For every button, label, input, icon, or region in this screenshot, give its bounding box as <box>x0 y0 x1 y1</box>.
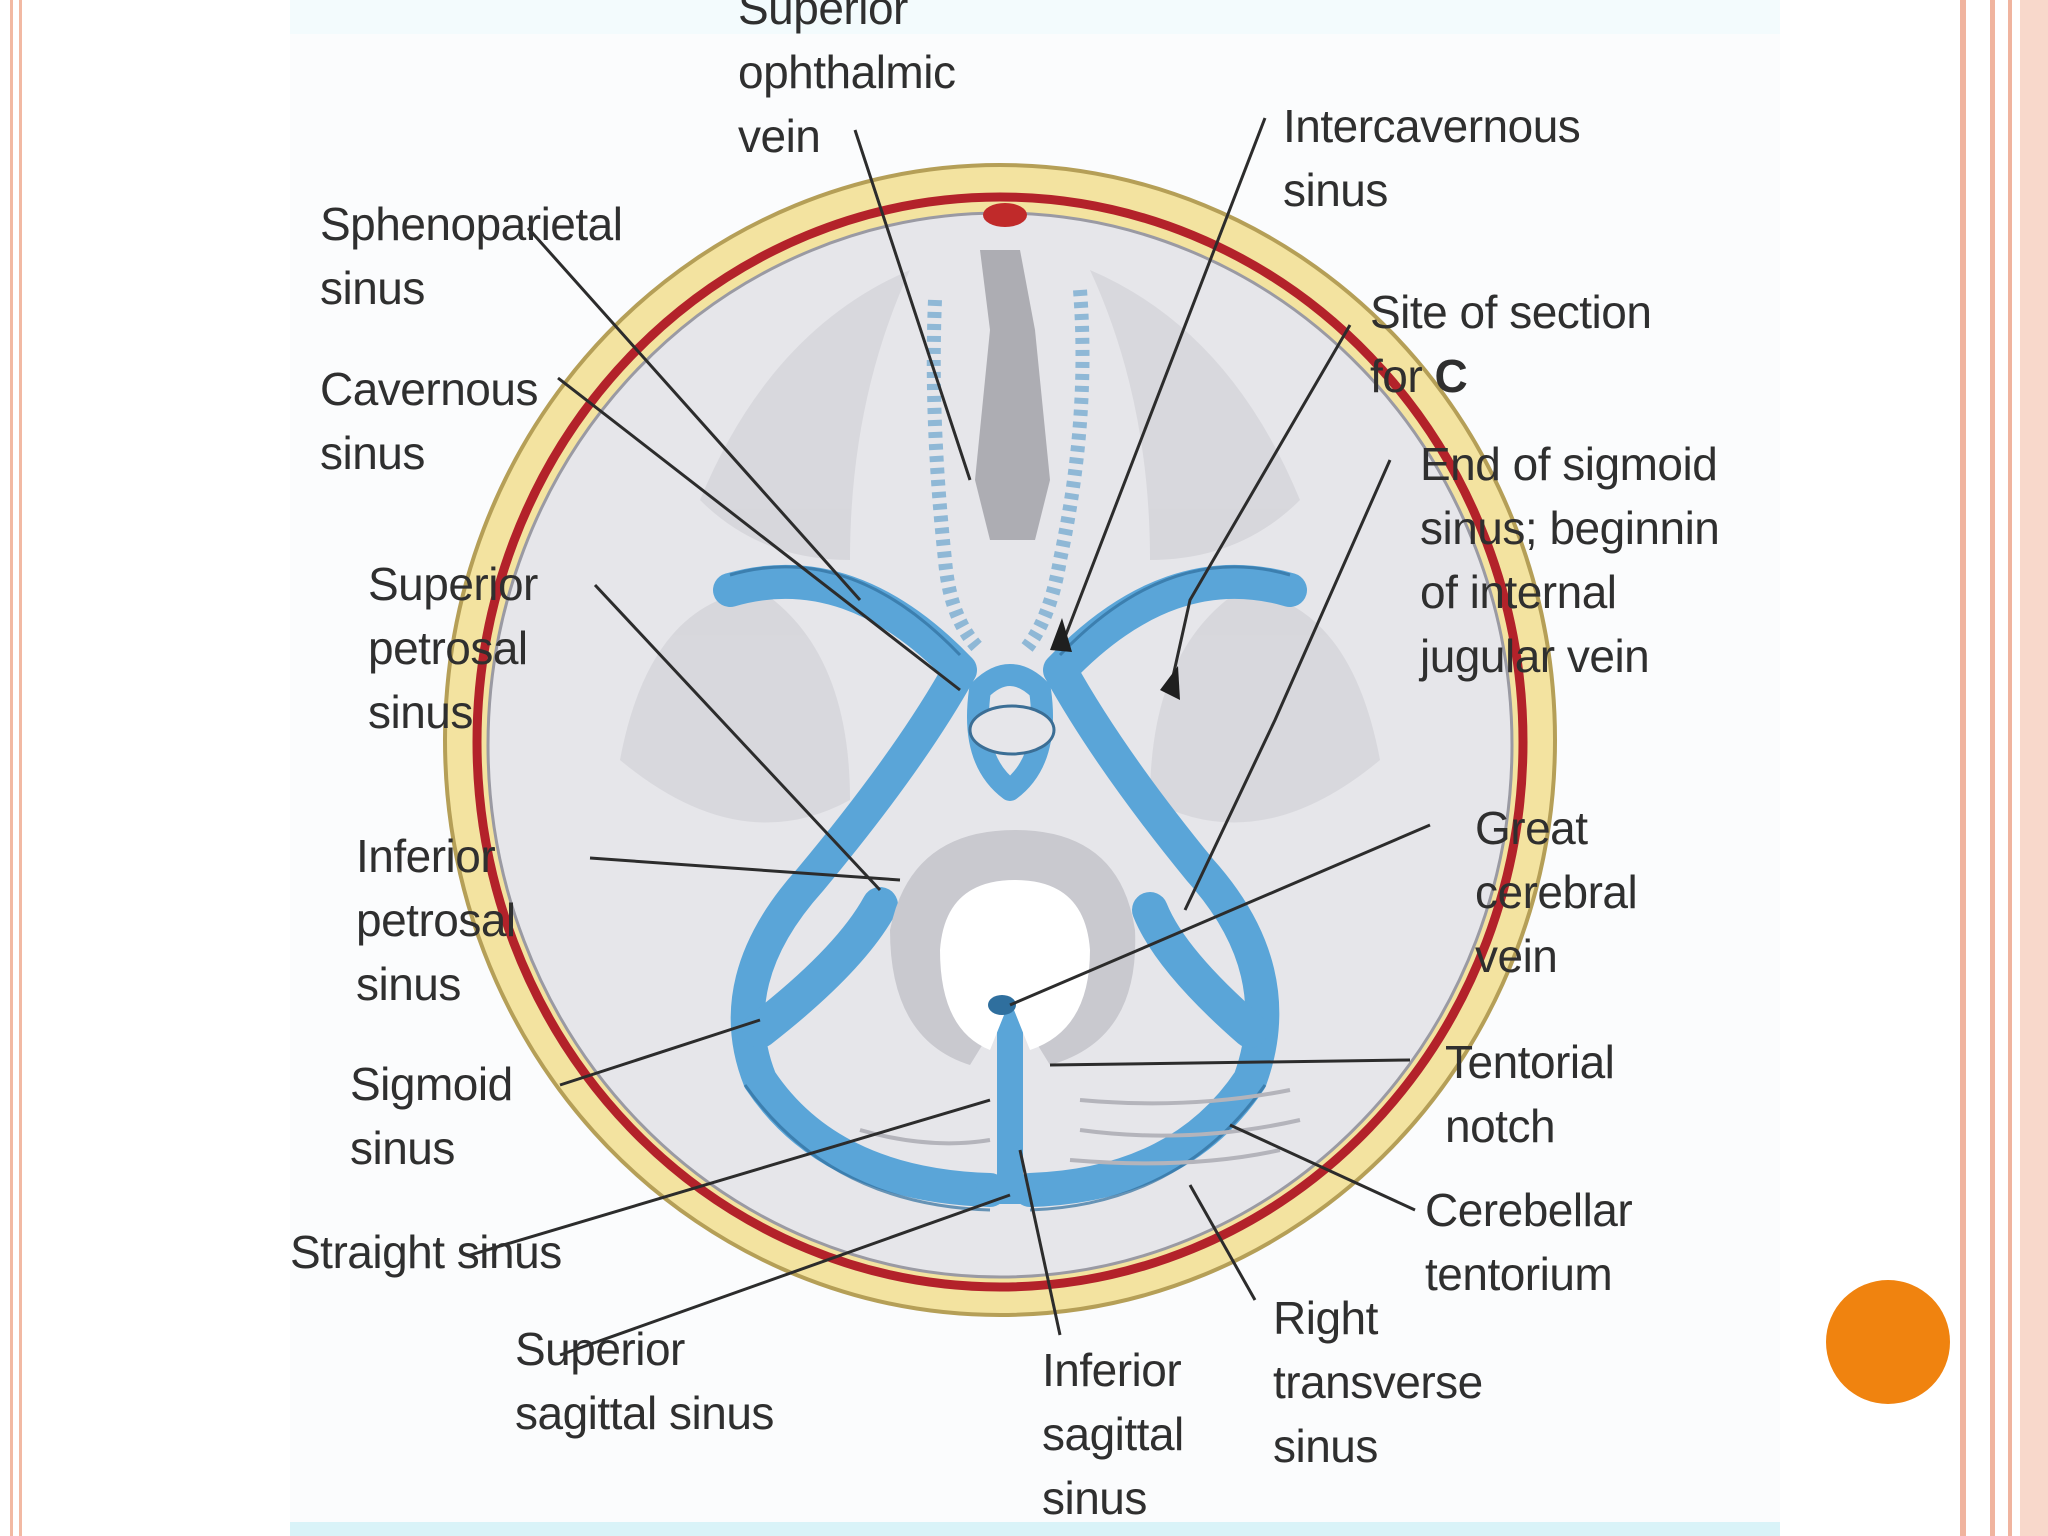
label-straight-sinus: Straight sinus <box>290 1226 562 1278</box>
label-cavernous-sinus: Cavernous sinus <box>320 363 538 479</box>
site-of-section-letter: C <box>1434 350 1468 402</box>
label-cerebellar-tentorium: Cerebellar tentorium <box>1425 1184 1633 1300</box>
great-cerebral-vein-mark <box>988 995 1016 1015</box>
falx-cerebri-anterior <box>975 203 1050 540</box>
label-intercavernous-sinus: Intercavernous sinus <box>1283 100 1581 216</box>
hypophyseal-fossa <box>968 704 1056 756</box>
label-inferior-petrosal-sinus: Inferior petrosal sinus <box>356 830 516 1010</box>
leader-arrowheads <box>1050 618 1180 700</box>
cranial-fossa-shading <box>620 270 1380 823</box>
label-site-of-section: Site of section for C <box>1370 280 1652 408</box>
site-of-section-text: Site of section for <box>1370 286 1652 402</box>
label-inferior-sagittal-sinus: Inferior sagittal sinus <box>1042 1344 1184 1524</box>
skull-base-illustration <box>443 117 1557 1357</box>
label-superior-ophthalmic-vein: Superior ophthalmic vein <box>738 0 956 162</box>
dural-sinus-figure: Superior ophthalmic vein Intercavernous … <box>290 0 1780 1536</box>
label-sphenoparietal-sinus: Sphenoparietal sinus <box>320 198 623 314</box>
tentorial-notch <box>890 830 1136 1065</box>
slide-accent-dot <box>1826 1280 1950 1404</box>
label-tentorial-notch: Tentorial notch <box>1445 1036 1615 1152</box>
label-end-of-sigmoid-sinus: End of sigmoid sinus; beginnin of intern… <box>1420 438 1720 682</box>
figure-bottom-band <box>290 1522 1780 1536</box>
label-superior-petrosal-sinus: Superior petrosal sinus <box>368 558 538 738</box>
figure-top-band <box>290 0 1780 34</box>
slide-right-border <box>1960 0 2048 1536</box>
label-great-cerebral-vein: Great cerebral vein <box>1475 802 1638 982</box>
label-sigmoid-sinus: Sigmoid sinus <box>350 1058 513 1174</box>
label-superior-sagittal-sinus: Superior sagittal sinus <box>515 1323 774 1439</box>
sinus-highlights <box>729 565 1291 1212</box>
label-right-transverse-sinus: Right transverse sinus <box>1273 1292 1483 1472</box>
leader-lines <box>469 117 1431 1357</box>
superior-ophthalmic-veins <box>926 289 1090 655</box>
slide-left-border <box>10 0 22 1536</box>
